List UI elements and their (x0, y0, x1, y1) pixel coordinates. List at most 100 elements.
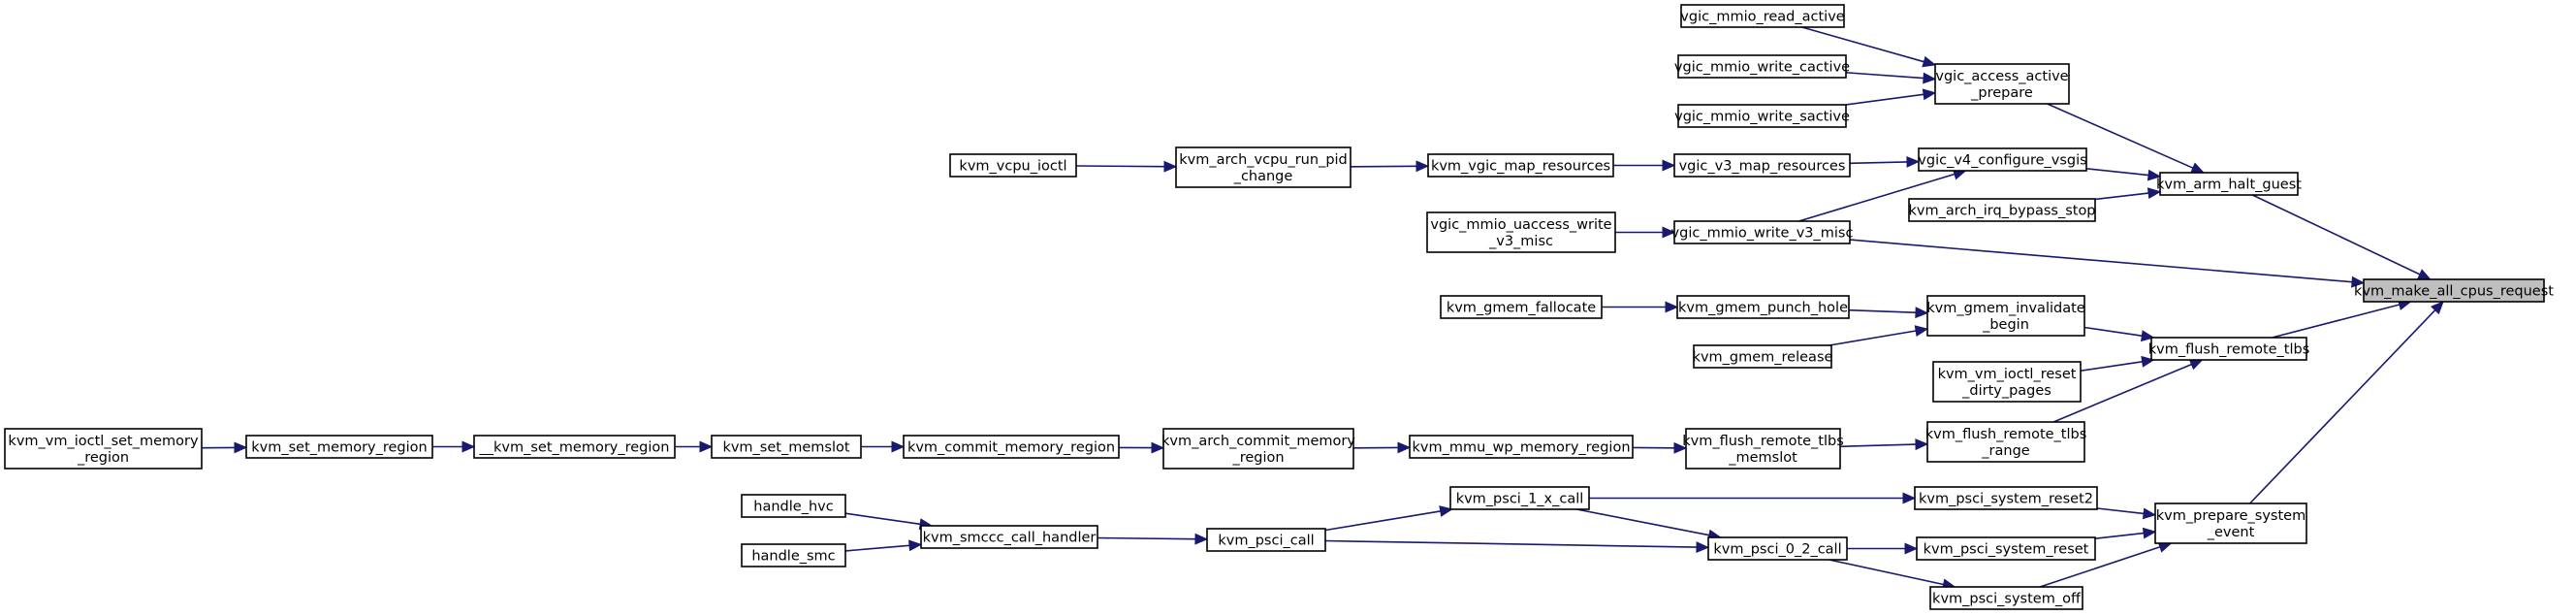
edge-sys_reset-to-prepare_sys (2094, 527, 2157, 539)
node-box (2154, 503, 2307, 544)
edge-mmio_write_cactive-to-vgic_access (1845, 72, 1937, 84)
edge-line (2251, 194, 2421, 276)
edge-line (2083, 326, 2143, 337)
node-label: _change (1233, 169, 1293, 184)
node-mmio-read-active[interactable]: vgic_mmio_read_active (1680, 4, 1845, 28)
node-psci-02[interactable]: kvm_psci_0_2_call (1707, 536, 1848, 561)
node-commit-region[interactable]: kvm_commit_memory_region (903, 435, 1120, 459)
node-box (741, 543, 846, 567)
edge-arrowhead (2147, 169, 2162, 181)
node-label: kvm_gmem_punch_hole (1678, 301, 1848, 316)
node-box (1206, 528, 1326, 552)
edge-psci_02-to-sys_reset (1847, 542, 1919, 555)
node-smc[interactable]: handle_smc (741, 543, 846, 567)
edge-mmio_read_active-to-vgic_access (1801, 26, 1937, 68)
node-run-pid[interactable]: kvm_arch_vcpu_run_pid_change (1175, 146, 1352, 188)
edge-commit_region-to-arch_commit (1118, 441, 1165, 454)
node-label: _memslot (1728, 450, 1797, 466)
node-prepare-sys[interactable]: kvm_prepare_system_event (2154, 503, 2307, 544)
node-label: kvm_prepare_system (2156, 508, 2306, 524)
node-label: kvm_arm_halt_guest (2156, 178, 2302, 193)
node-ioctl-set-mem[interactable]: kvm_vm_ioctl_set_memory_region (4, 428, 203, 470)
edge-arrowhead (1915, 438, 1929, 451)
node-arm-halt[interactable]: kvm_arm_halt_guest (2156, 172, 2302, 196)
edge-line (2249, 309, 2436, 504)
node-v3-map[interactable]: vgic_v3_map_resources (1673, 153, 1851, 178)
node-label: vgic_mmio_write_v3_misc (1671, 226, 1854, 242)
node-sys-off[interactable]: kvm_psci_system_off (1929, 586, 2083, 610)
edge-arrowhead (1163, 160, 1178, 173)
edge-vcpu_ioctl-to-run_pid (1075, 160, 1178, 173)
edge-map_res-to-v3_map (1613, 159, 1676, 172)
node-sys-reset[interactable]: kvm_psci_system_reset (1916, 536, 2096, 561)
node-smccc[interactable]: kvm_smccc_call_handler (920, 525, 1098, 549)
node-arch-commit[interactable]: kvm_arch_commit_memory_region (1161, 428, 1355, 470)
node-label: kvm_psci_call (1218, 534, 1314, 549)
edge-arrowhead (2416, 269, 2432, 280)
node-box (1409, 435, 1634, 459)
edge-fallocate-to-punch_hole (1602, 301, 1679, 313)
node-label: _event (2207, 525, 2255, 540)
node-label: kvm_vgic_map_resources (1431, 159, 1610, 175)
node-flush-tlbs[interactable]: kvm_flush_remote_tlbs (2148, 337, 2310, 361)
edge-arrowhead (1662, 159, 1676, 172)
edge-arrowhead (2142, 507, 2157, 520)
node-map-res[interactable]: kvm_vgic_map_resources (1427, 153, 1614, 178)
edge-line (1849, 239, 2353, 283)
edge-arrowhead (1922, 55, 1937, 68)
node-label: _begin (1982, 317, 2029, 333)
edge-line (1576, 508, 1710, 536)
node-set-memslot[interactable]: kvm_set_memslot (711, 435, 862, 459)
edge-line (1798, 173, 1956, 222)
edge-line (2272, 304, 2401, 339)
node-fallocate[interactable]: kvm_gmem_fallocate (1440, 295, 1603, 319)
node-box (2159, 172, 2299, 196)
edge-gmem_inval-to-flush_tlbs (2083, 326, 2155, 342)
node-tlbs-range[interactable]: kvm_flush_remote_tlbs_range (1925, 421, 2087, 463)
edge-arrowhead (1397, 441, 1412, 454)
node-tlbs-memslot[interactable]: kvm_flush_remote_tlbs_memslot (1682, 428, 1844, 470)
node-box (473, 435, 676, 459)
node-make-all[interactable]: kvm_make_all_cpus_request (2354, 278, 2554, 303)
node-set-mem-region[interactable]: kvm_set_memory_region (245, 435, 433, 459)
node-wp-region[interactable]: kvm_mmu_wp_memory_region (1409, 435, 1634, 459)
node-vgic-access[interactable]: vgic_access_active_prepare (1934, 63, 2070, 105)
node-label: kvm_arch_commit_memory (1161, 434, 1355, 449)
node-psci-1x[interactable]: kvm_psci_1_x_call (1449, 486, 1590, 510)
node-punch-hole[interactable]: kvm_gmem_punch_hole (1676, 295, 1850, 319)
edge-psci_1x-to-sys_reset2 (1589, 492, 1917, 504)
edge-v3_misc-to-make_all (1849, 239, 2366, 288)
edge-line (1350, 165, 1417, 168)
edge-arrowhead (2190, 162, 2206, 174)
edge-vgic_access-to-arm_halt (2047, 103, 2206, 174)
node-box (1440, 295, 1603, 319)
node-psci-call[interactable]: kvm_psci_call (1206, 528, 1326, 552)
node-label: vgic_mmio_uaccess_write (1430, 217, 1611, 233)
node-gmem-release[interactable]: kvm_gmem_release (1693, 344, 1833, 369)
node-box (1693, 344, 1832, 369)
node-box (1162, 428, 1354, 470)
edge-line (1829, 559, 1944, 586)
edge-v3_misc-to-vgic_v4_cfg (1798, 168, 1967, 222)
node-uaccess-v3[interactable]: vgic_mmio_uaccess_write_v3_misc (1426, 211, 1616, 253)
node-vcpu-ioctl[interactable]: kvm_vcpu_ioctl (949, 153, 1077, 178)
edge-v3_map-to-vgic_v4_cfg (1849, 155, 1921, 168)
node-label: kvm_mmu_wp_memory_region (1412, 440, 1630, 456)
node-vgic-v4-cfg[interactable]: vgic_v4_configure_vsgis (1918, 147, 2087, 172)
node-reset-dirty[interactable]: kvm_vm_ioctl_reset_dirty_pages (1932, 361, 2082, 403)
node-mmio-write-sactive[interactable]: vgic_mmio_write_sactive (1674, 104, 1850, 128)
node-label: vgic_mmio_write_sactive (1674, 110, 1850, 125)
node-hvc[interactable]: handle_hvc (741, 494, 846, 518)
node-v3-misc[interactable]: vgic_mmio_write_v3_misc (1671, 220, 1854, 244)
node-sys-reset2[interactable]: kvm_psci_system_reset2 (1914, 486, 2098, 510)
edge-psci_call-to-psci_1x (1324, 505, 1453, 532)
node-gmem-inval[interactable]: kvm_gmem_invalidate_begin (1926, 295, 2085, 337)
node-box (1934, 63, 2070, 105)
node-label: kvm_flush_remote_tlbs (1925, 427, 2087, 442)
node-irq-bypass[interactable]: kvm_arch_irq_bypass_stop (1908, 198, 2096, 222)
node-box (1926, 295, 2085, 337)
node-mmio-write-cactive[interactable]: vgic_mmio_write_cactive (1674, 54, 1850, 79)
node-label: kvm_set_memslot (722, 440, 849, 456)
node-set-mem-region2[interactable]: __kvm_set_memory_region (473, 435, 676, 459)
node-label: _region (77, 450, 129, 466)
